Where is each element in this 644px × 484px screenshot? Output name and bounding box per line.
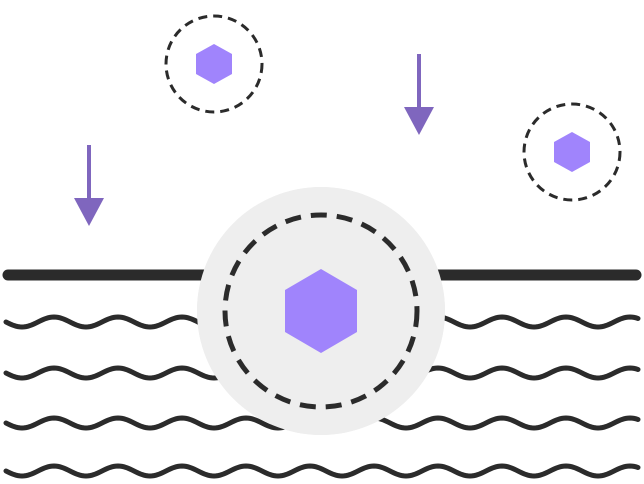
main-particle-hexagon-icon <box>285 269 357 353</box>
particle-hexagon-icon-top <box>196 44 232 84</box>
arrow-down-icon-right <box>404 54 434 135</box>
particle-ring-top <box>164 14 264 114</box>
wave-line <box>3 463 641 479</box>
particle-hexagon-icon-right <box>554 132 590 172</box>
main-particle-ring <box>222 212 420 410</box>
arrow-down-icon-left <box>74 145 104 226</box>
particle-ring-right <box>522 102 622 202</box>
